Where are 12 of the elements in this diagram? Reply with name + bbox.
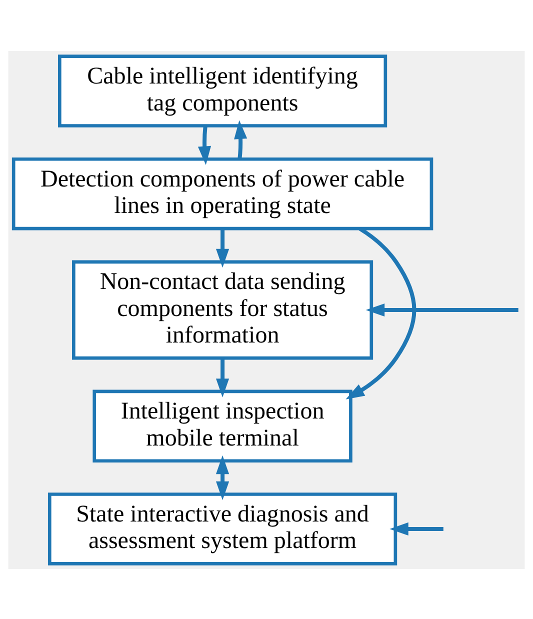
node-box: State interactive diagnosis and assessment system platform xyxy=(48,492,398,565)
arrow xyxy=(216,454,230,500)
arrow xyxy=(216,358,230,397)
node-box: Cable intelligent identifying tag components xyxy=(58,54,388,127)
arrow xyxy=(390,522,444,535)
arrow xyxy=(216,228,230,268)
arrow xyxy=(198,126,212,165)
node-box: Intelligent inspection mobile terminal xyxy=(92,389,352,462)
node-box: Non-contact data sending components for status information xyxy=(72,260,374,360)
node-box: Detection components of power cable lines in operating state xyxy=(12,156,434,230)
arrow xyxy=(234,120,248,159)
arrow xyxy=(366,302,518,316)
